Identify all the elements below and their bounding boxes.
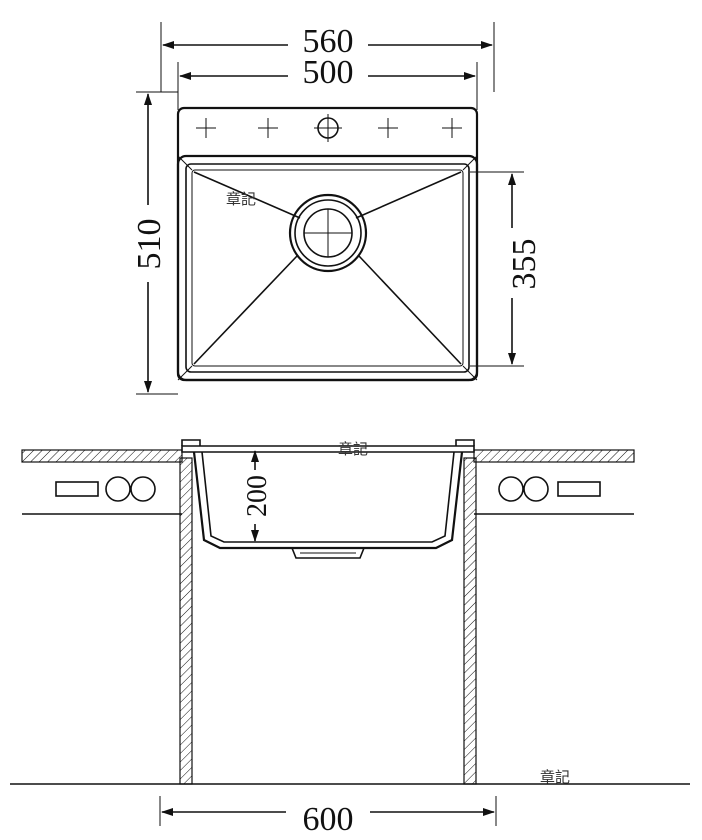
dimension-outer-width: 560 [160,22,495,92]
dimension-label-bowl-height: 200 [242,475,273,517]
dimension-bowl-height: 200 [242,450,273,542]
drain-icon [288,193,368,273]
watermark-text: 章記 [338,440,368,458]
cabinet-wall-left [179,457,193,785]
faucet-hole-marker [378,118,398,138]
section-view: 200 章記 600 章記 [10,439,690,838]
dimension-depth: 510 [131,91,178,395]
faucet-hole-marker [196,118,216,138]
watermark-text: 章記 [540,768,570,786]
dimension-label-cabinet-width: 600 [303,801,354,838]
dimension-bowl-depth: 355 [470,171,543,367]
faucet-hole-main [314,114,342,142]
dimension-inner-width: 500 [177,54,478,110]
sink-bowl [176,154,479,382]
dimension-label-depth: 510 [131,219,168,270]
faucet-hole-marker [258,118,278,138]
faucet-hole-marker [442,118,462,138]
sink-section-profile [181,439,475,559]
dimension-label-bowl-depth: 355 [506,239,543,290]
cabinet-wall-right [463,457,477,785]
dimension-cabinet-width: 600 [159,796,497,838]
faucet-hole-row [196,114,462,142]
countertop-left [21,449,183,515]
countertop-right [473,449,635,515]
dimension-label-inner-width: 500 [303,54,354,91]
watermark-text: 章記 [226,190,256,208]
dimension-label-outer-width: 560 [303,23,354,60]
top-view: 560 500 510 355 [131,22,543,395]
